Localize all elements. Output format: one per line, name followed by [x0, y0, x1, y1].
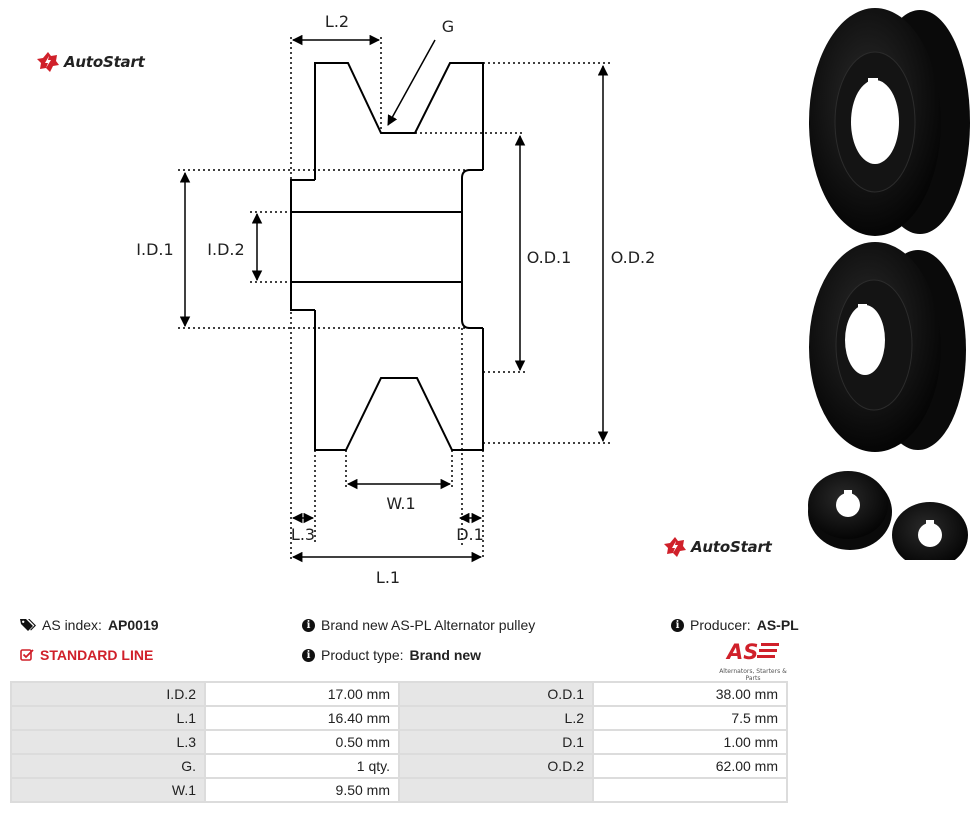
producer: i Producer: AS-PL [671, 617, 799, 633]
autostart-logo: AutoStart [37, 52, 145, 72]
lower-groove-outline [314, 310, 484, 451]
spec-name: D.1 [398, 729, 594, 755]
spec-name: O.D.1 [398, 681, 594, 707]
label-w1: W.1 [386, 494, 415, 513]
label-l3: L.3 [291, 525, 315, 544]
label-id1: I.D.1 [136, 240, 173, 259]
tags-icon [20, 619, 36, 631]
as-pl-logo: AS Alternators, Starters & Parts [713, 640, 793, 682]
standard-line: STANDARD LINE [20, 647, 153, 663]
spec-value: 7.5 mm [592, 705, 788, 731]
product-photos [808, 8, 970, 560]
info-icon: i [302, 618, 315, 632]
label-d1: D.1 [456, 525, 484, 544]
autostart-logo-icon [664, 537, 686, 557]
spec-name: L.1 [10, 705, 206, 731]
spec-value: 38.00 mm [592, 681, 788, 707]
spec-value: 17.00 mm [204, 681, 400, 707]
description-text: Brand new AS-PL Alternator pulley [321, 617, 536, 633]
info-icon: i [302, 648, 315, 662]
svg-text:AS: AS [725, 640, 758, 662]
label-l1: L.1 [376, 568, 400, 587]
standard-line-label: STANDARD LINE [40, 647, 154, 663]
autostart-logo-2: AutoStart [664, 537, 772, 557]
spec-value: 1.00 mm [592, 729, 788, 755]
product-type-value: Brand new [409, 647, 482, 663]
as-index: AS index: AP0019 [20, 617, 159, 633]
label-id2: I.D.2 [207, 240, 244, 259]
as-pl-logo-caption: Alternators, Starters & Parts [719, 668, 787, 682]
spec-name: I.D.2 [10, 681, 206, 707]
spec-name: L.3 [10, 729, 206, 755]
pulley-photo-3 [808, 471, 968, 560]
pulley-photo-2 [809, 242, 966, 452]
brand-name-2: AutoStart [691, 538, 772, 556]
info-icon: i [671, 618, 684, 632]
description: i Brand new AS-PL Alternator pulley [302, 617, 535, 633]
spec-value: 62.00 mm [592, 753, 788, 779]
spec-name: G. [10, 753, 206, 779]
brand-name: AutoStart [64, 53, 145, 71]
upper-groove-outline [314, 62, 484, 180]
spec-value: 1 qty. [204, 753, 400, 779]
autostart-logo-icon [37, 52, 59, 72]
product-type: i Product type: Brand new [302, 647, 481, 663]
spec-name: L.2 [398, 705, 594, 731]
producer-label: Producer: [690, 617, 751, 633]
label-g: G [442, 17, 454, 36]
check-square-icon [20, 649, 34, 661]
spec-name: W.1 [10, 777, 206, 803]
spec-value [592, 777, 788, 803]
label-l2: L.2 [325, 12, 349, 31]
spec-value: 16.40 mm [204, 705, 400, 731]
as-index-value: AP0019 [107, 617, 159, 633]
spec-name [398, 777, 594, 803]
spec-name: O.D.2 [398, 753, 594, 779]
product-type-label: Product type: [321, 647, 404, 663]
spec-value: 0.50 mm [204, 729, 400, 755]
pulley-diagram: L.2 G I.D.1 I.D.2 O.D.1 O.D.2 W.1 L.3 D.… [136, 12, 656, 587]
producer-value: AS-PL [756, 617, 799, 633]
spec-value: 9.50 mm [204, 777, 400, 803]
as-index-label: AS index: [42, 617, 102, 633]
label-od1: O.D.1 [527, 248, 572, 267]
pulley-photo-1 [809, 8, 970, 236]
label-od2: O.D.2 [611, 248, 656, 267]
as-pl-logo-mark: AS [725, 640, 779, 664]
hub-outline [461, 169, 483, 329]
